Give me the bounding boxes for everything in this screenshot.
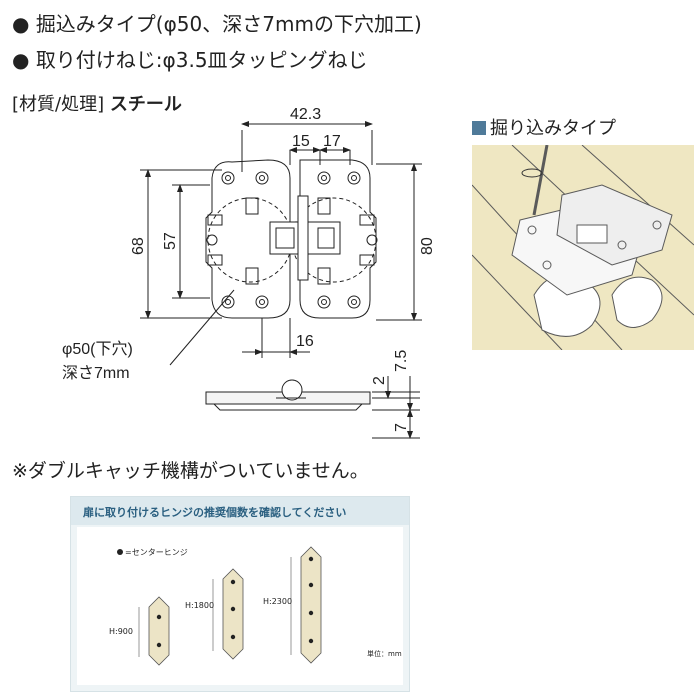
door-label-2300: H:2300 xyxy=(263,597,293,606)
dim-68: 68 xyxy=(130,237,147,255)
square-icon xyxy=(472,121,486,135)
dim-7: 7 xyxy=(393,423,410,432)
door-h900 xyxy=(148,596,170,666)
dim-total-width: 42.3 xyxy=(290,106,321,123)
panel-title: 扉に取り付けるヒンジの推奨個数を確認してください xyxy=(83,506,347,519)
bullet-icon: ● xyxy=(12,12,30,36)
dim-80: 80 xyxy=(419,237,436,255)
dim-7-5: 7.5 xyxy=(393,350,410,372)
unit-label: 単位：mm xyxy=(367,650,402,658)
door-label-900: H:900 xyxy=(109,627,133,636)
door-h2300 xyxy=(300,546,322,664)
dim-16: 16 xyxy=(296,333,314,350)
door-h1800 xyxy=(222,568,244,660)
hinge-left-leaf xyxy=(205,159,291,319)
hinge-count-panel: 扉に取り付けるヒンジの推奨個数を確認してください =センターヒンジ H:900 xyxy=(70,496,410,692)
spec-line-2: ● 取り付けねじ:φ3.5皿タッピングねじ xyxy=(12,44,368,73)
spec-line-1: ● 掘込みタイプ(φ50、深さ7mmの下穴加工) xyxy=(12,8,422,37)
installation-drawing xyxy=(472,145,694,350)
material-value: スチール xyxy=(109,94,182,115)
photo-label: 掘り込みタイプ xyxy=(472,114,616,140)
door-diagrams xyxy=(138,546,322,666)
material-line: [材質/処理] スチール xyxy=(12,90,182,116)
hinge-dot-icon xyxy=(117,549,123,555)
callout-depth: 深さ7mm xyxy=(62,364,130,382)
dim-2: 2 xyxy=(371,376,388,385)
material-label: [材質/処理] xyxy=(12,94,105,115)
bullet-icon: ● xyxy=(12,48,30,72)
dim-15: 15 xyxy=(292,133,310,150)
photo-label-text: 掘り込みタイプ xyxy=(490,118,616,139)
dim-57: 57 xyxy=(162,232,179,250)
spec-type-text: 掘込みタイプ(φ50、深さ7mmの下穴加工) xyxy=(35,12,422,36)
legend: =センターヒンジ xyxy=(117,547,188,558)
callout-bore: φ50(下穴) xyxy=(62,340,133,358)
installation-illustration xyxy=(472,145,694,350)
panel-header: 扉に取り付けるヒンジの推奨個数を確認してください xyxy=(71,497,409,525)
legend-label: =センターヒンジ xyxy=(125,548,188,557)
door-label-1800: H:1800 xyxy=(185,601,215,610)
hinge-technical-drawing: 42.3 15 17 68 57 80 16 2 7.5 7 φ50(下穴) 深… xyxy=(62,106,436,439)
bore-circle-right xyxy=(291,197,377,283)
note-text: ※ダブルキャッチ機構がついていません。 xyxy=(12,460,369,482)
dim-17: 17 xyxy=(323,133,341,150)
panel-body: =センターヒンジ H:900 H:1800 H:2300 単位：mm xyxy=(77,527,403,685)
spec-screw-text: 取り付けねじ:φ3.5皿タッピングねじ xyxy=(35,48,368,72)
